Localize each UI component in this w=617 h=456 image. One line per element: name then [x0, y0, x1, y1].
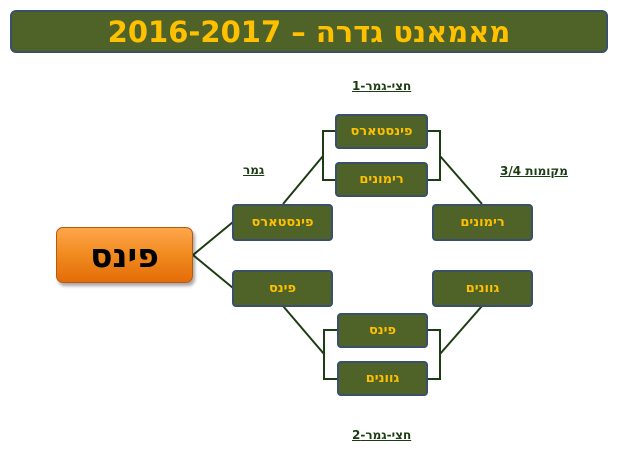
team-name: פינסטארס: [251, 215, 314, 230]
team-name: פינס: [268, 281, 297, 296]
semi2-right-bracket: [427, 329, 441, 380]
title-banner: מאמאנט גדרה – 2016-2017: [10, 10, 608, 53]
semi1-right-bracket: [428, 130, 441, 181]
semi2-to-third-line: [439, 305, 483, 355]
final-label: גמר: [243, 163, 265, 177]
team-name: רימונים: [460, 215, 505, 230]
team-name: פינסטארס: [350, 124, 413, 139]
third-team-bottom: גוונים: [432, 270, 533, 307]
semi1-team-bottom: רימונים: [335, 162, 428, 197]
semi1-left-bracket: [322, 130, 336, 181]
champion-box: פינס: [56, 227, 193, 283]
team-name: רימונים: [359, 172, 404, 187]
semi2-team-bottom: גוונים: [337, 361, 428, 396]
team-name: גוונים: [465, 281, 500, 296]
semi1-to-final-line: [282, 155, 324, 205]
team-name: גוונים: [365, 371, 400, 386]
semi2-label: חצי-גמר-2: [352, 428, 412, 442]
semi1-team-top: פינסטארס: [335, 114, 428, 149]
champion-name: פינס: [90, 235, 159, 275]
semi2-left-bracket: [323, 329, 337, 380]
final-team-top: פינסטארס: [232, 204, 333, 241]
semi2-team-top: פינס: [337, 313, 428, 348]
semi1-label: חצי-גמר-1: [352, 79, 412, 93]
team-name: פינס: [368, 323, 397, 338]
third-place-label: מקומות 3/4: [500, 164, 568, 178]
final-team-bottom: פינס: [232, 270, 333, 307]
semi1-to-third-line: [439, 155, 483, 205]
final-to-champion-line: [191, 221, 234, 289]
semi2-to-final-line: [282, 305, 325, 355]
tournament-title: מאמאנט גדרה – 2016-2017: [107, 14, 511, 49]
third-team-top: רימונים: [432, 204, 533, 241]
